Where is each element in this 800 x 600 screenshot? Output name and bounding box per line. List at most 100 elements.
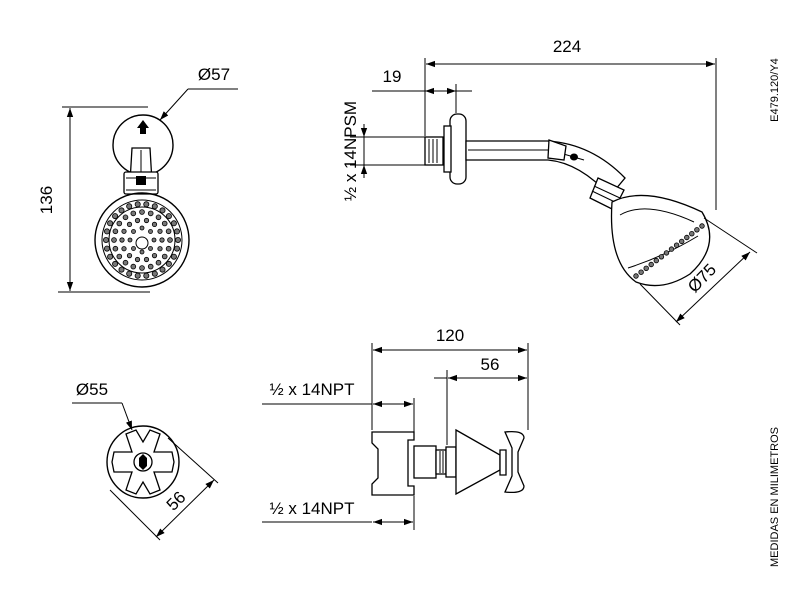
collar-lock-mark xyxy=(136,176,146,185)
valve-thread-bottom-label: ½ x 14NPT xyxy=(269,499,354,518)
nozzle-dot xyxy=(131,229,136,234)
nozzle-dot xyxy=(161,253,168,260)
flange-ring xyxy=(443,125,452,173)
nozzle-dot xyxy=(112,245,119,252)
nozzle-dot xyxy=(116,220,123,227)
document-code: E479.120/Y4 xyxy=(769,58,781,122)
nozzle-pattern xyxy=(103,201,181,279)
nozzle-dot xyxy=(148,246,153,251)
nozzle-dot xyxy=(126,253,133,259)
side-nozzle-dot xyxy=(658,254,665,260)
valve-thread-top-label: ½ x 14NPT xyxy=(269,380,354,399)
nozzle-dot xyxy=(159,207,166,214)
valve-front-dimensions xyxy=(72,402,219,541)
valve-handle-label: 56 xyxy=(481,355,500,374)
nozzle-dot xyxy=(127,237,133,243)
front-view-dimensions xyxy=(58,88,238,293)
nozzle-dot xyxy=(170,253,177,260)
nozzle-dot xyxy=(126,221,133,227)
nozzle-dot xyxy=(130,210,137,217)
side-length-label: 224 xyxy=(553,37,581,56)
side-thread-label: ½ x 14NPSM xyxy=(341,101,360,201)
nozzle-dot xyxy=(139,265,145,271)
side-nozzle-dot xyxy=(699,223,705,229)
side-nozzle-dot xyxy=(653,257,659,264)
nozzle-dot xyxy=(174,236,181,243)
side-nozzle-dot xyxy=(633,273,639,279)
extension-upper xyxy=(703,217,758,254)
nozzle-dot xyxy=(134,256,141,263)
nozzle-dot xyxy=(143,256,150,263)
nozzle-dot xyxy=(155,259,162,266)
nozzle-dot xyxy=(139,225,145,231)
side-nozzle-dot xyxy=(673,242,680,248)
nozzle-dot xyxy=(112,213,119,220)
nozzle-dot xyxy=(157,228,163,234)
nozzle-dot xyxy=(121,228,127,234)
nozzle-dot xyxy=(104,245,111,252)
nozzle-dot xyxy=(139,249,145,255)
hub-cap xyxy=(139,454,147,470)
nozzle-dot xyxy=(151,253,158,259)
nozzle-dot xyxy=(131,246,136,251)
diameter-75-line xyxy=(675,251,751,323)
valve-front-diameter-label: Ø55 xyxy=(76,380,108,399)
nozzle-dot xyxy=(134,201,141,208)
nozzle-dot xyxy=(134,272,141,279)
valve-side-dimensions xyxy=(262,343,529,530)
shower-arm-side-view xyxy=(424,113,711,287)
nozzle-dot xyxy=(112,260,119,267)
side-nozzle-dot xyxy=(689,230,695,237)
side-nozzle-dot xyxy=(648,261,654,268)
valve-body xyxy=(371,431,415,496)
nozzle-dot xyxy=(155,214,162,221)
valve-handle-side xyxy=(504,430,525,494)
shower-head-front-view xyxy=(94,114,190,288)
thread-inlet xyxy=(424,136,444,166)
nozzle-dot xyxy=(143,272,150,279)
nozzle-dot xyxy=(165,245,172,252)
diameter-leader xyxy=(159,88,189,121)
nozzle-dot xyxy=(130,263,137,270)
center-nozzle xyxy=(135,236,149,250)
side-nozzle-dot xyxy=(638,269,644,275)
nozzle-dot xyxy=(165,213,172,220)
nozzle-dot xyxy=(122,214,129,221)
nozzle-dot xyxy=(161,220,168,227)
units-note: MEDIDAS EN MILIMETROS xyxy=(769,427,781,567)
valve-length-label: 120 xyxy=(436,326,464,345)
valve-neck xyxy=(413,445,437,479)
valve-front-width-label: 56 xyxy=(163,488,190,515)
nozzle-dot xyxy=(107,220,114,227)
nozzle-dot xyxy=(151,203,158,210)
nozzle-dot xyxy=(165,228,172,235)
nozzle-dot xyxy=(126,270,133,277)
front-diameter-label: Ø57 xyxy=(198,65,230,84)
valve-collar xyxy=(445,446,457,478)
nozzle-dot xyxy=(170,220,177,227)
side-view-dimensions xyxy=(350,58,758,326)
nozzle-dot xyxy=(107,253,114,260)
side-nozzle-dot xyxy=(663,250,670,256)
nozzle-dot xyxy=(121,246,127,252)
side-flange-label: 19 xyxy=(383,67,402,86)
side-nozzle-dot xyxy=(679,238,685,245)
valve-stem xyxy=(435,449,447,475)
nozzle-dot xyxy=(151,221,158,227)
wall-flange xyxy=(449,113,467,185)
side-nozzle-dot xyxy=(684,234,690,241)
nozzle-dot xyxy=(118,207,125,214)
nozzle-dot xyxy=(126,203,133,210)
nozzle-dot xyxy=(122,259,129,266)
valve-diameter-leader xyxy=(121,402,133,431)
nozzle-dot xyxy=(159,266,166,273)
valve-cone xyxy=(455,428,501,496)
extension-lower xyxy=(639,283,681,326)
nozzle-dot xyxy=(112,228,119,235)
nozzle-dot xyxy=(167,237,173,243)
shower-head-outline xyxy=(94,192,190,288)
valve-side-view xyxy=(371,428,525,496)
nozzle-dot xyxy=(118,266,125,273)
nozzle-dot xyxy=(151,237,157,243)
nozzle-dot xyxy=(147,263,154,270)
